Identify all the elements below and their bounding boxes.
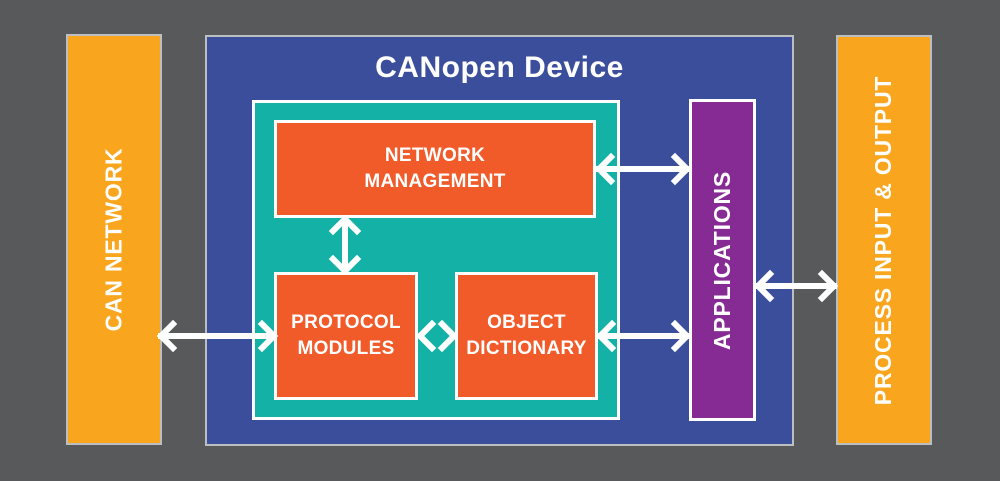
can-network-bar: CAN NETWORK bbox=[66, 34, 162, 445]
arrow-applications-process-io bbox=[750, 266, 842, 306]
process-io-label: PROCESS INPUT & OUTPUT bbox=[870, 75, 897, 405]
arrow-network-management-applications bbox=[590, 149, 696, 189]
network-management-label: NETWORK MANAGEMENT bbox=[364, 145, 506, 192]
applications-label: APPLICATIONS bbox=[709, 170, 735, 350]
can-network-label: CAN NETWORK bbox=[100, 147, 127, 332]
protocol-modules-box: PROTOCOL MODULES bbox=[274, 272, 418, 400]
object-dictionary-label: OBJECT DICTIONARY bbox=[466, 312, 587, 359]
applications-bar: APPLICATIONS bbox=[689, 99, 756, 421]
protocol-modules-label: PROTOCOL MODULES bbox=[291, 312, 401, 359]
object-dictionary-box: OBJECT DICTIONARY bbox=[455, 272, 598, 400]
arrow-object-dictionary-applications bbox=[592, 316, 694, 356]
network-management-box: NETWORK MANAGEMENT bbox=[274, 120, 596, 218]
arrow-protocol-modules-object-dictionary bbox=[412, 316, 462, 356]
arrow-network-management-protocol-modules bbox=[325, 212, 365, 278]
process-io-bar: PROCESS INPUT & OUTPUT bbox=[836, 35, 932, 445]
diagram-title: CANopen Device bbox=[375, 51, 624, 84]
arrow-can-network-protocol-modules bbox=[153, 316, 281, 356]
